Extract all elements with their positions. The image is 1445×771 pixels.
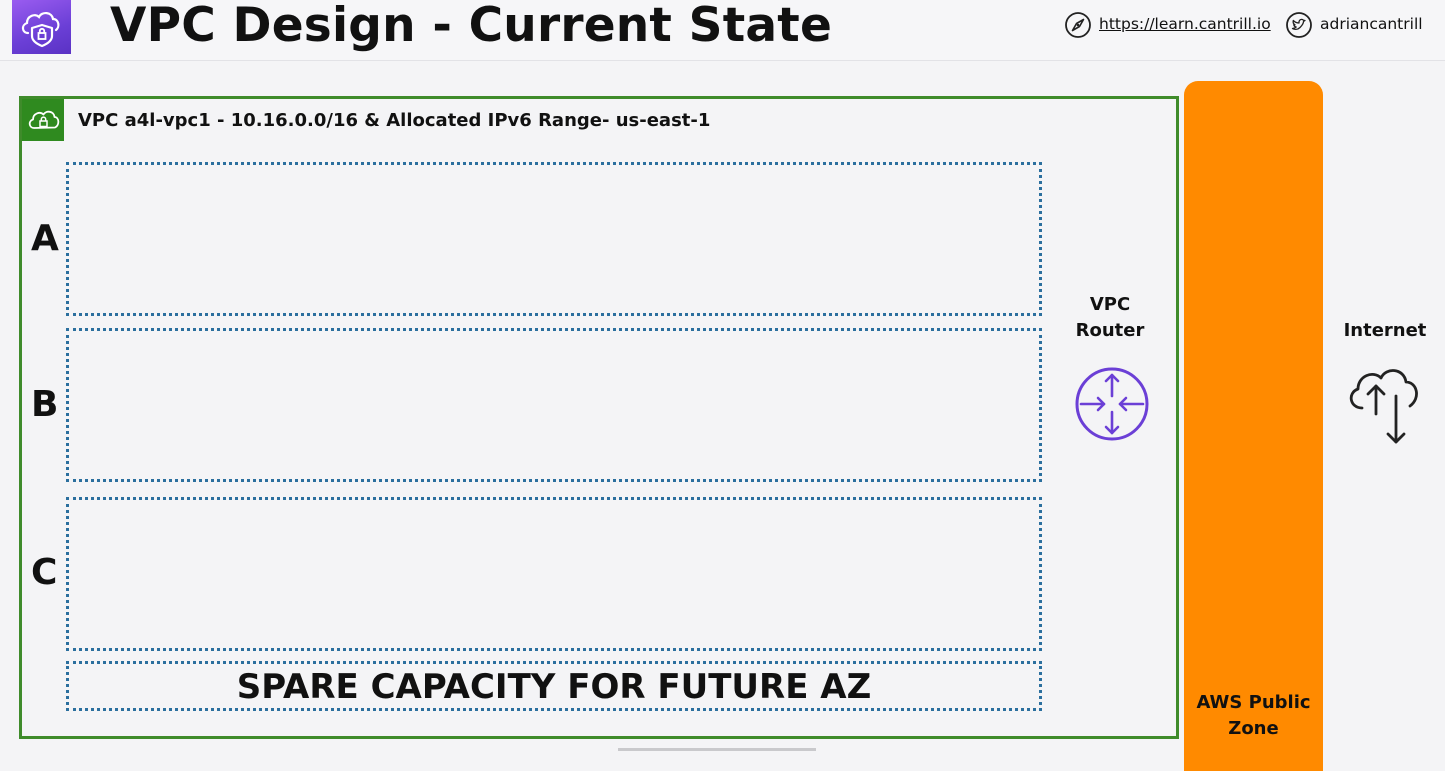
- az-label-b: B: [31, 384, 59, 425]
- cloud-upload-download-icon: [1338, 356, 1432, 450]
- twitter-handle[interactable]: adriancantrill: [1320, 15, 1423, 33]
- vpc-label: VPC a4l-vpc1 - 10.16.0.0/16 & Allocated …: [78, 110, 711, 131]
- vpc-boundary: [19, 96, 1179, 739]
- cloud-lock-icon: [22, 99, 64, 141]
- compass-icon: [1064, 11, 1092, 39]
- twitter-bird-icon: [1285, 11, 1313, 39]
- spare-capacity-label: SPARE CAPACITY FOR FUTURE AZ: [236, 667, 872, 707]
- availability-zone-b: [66, 328, 1042, 482]
- slide-header: [0, 0, 1445, 61]
- router-arrows-icon: [1074, 366, 1150, 442]
- internet-label: Internet: [1343, 320, 1427, 341]
- availability-zone-a: [66, 162, 1042, 316]
- az-label-c: C: [31, 552, 58, 593]
- spare-capacity-zone: [66, 661, 1042, 711]
- page-title: VPC Design - Current State: [110, 0, 833, 53]
- az-label-a: A: [31, 218, 59, 259]
- availability-zone-c: [66, 497, 1042, 651]
- scroll-indicator: [618, 748, 816, 751]
- course-url-link[interactable]: https://learn.cantrill.io: [1099, 15, 1271, 33]
- aws-public-zone: [1184, 81, 1323, 771]
- vpc-cloud-shield-icon: [12, 0, 71, 54]
